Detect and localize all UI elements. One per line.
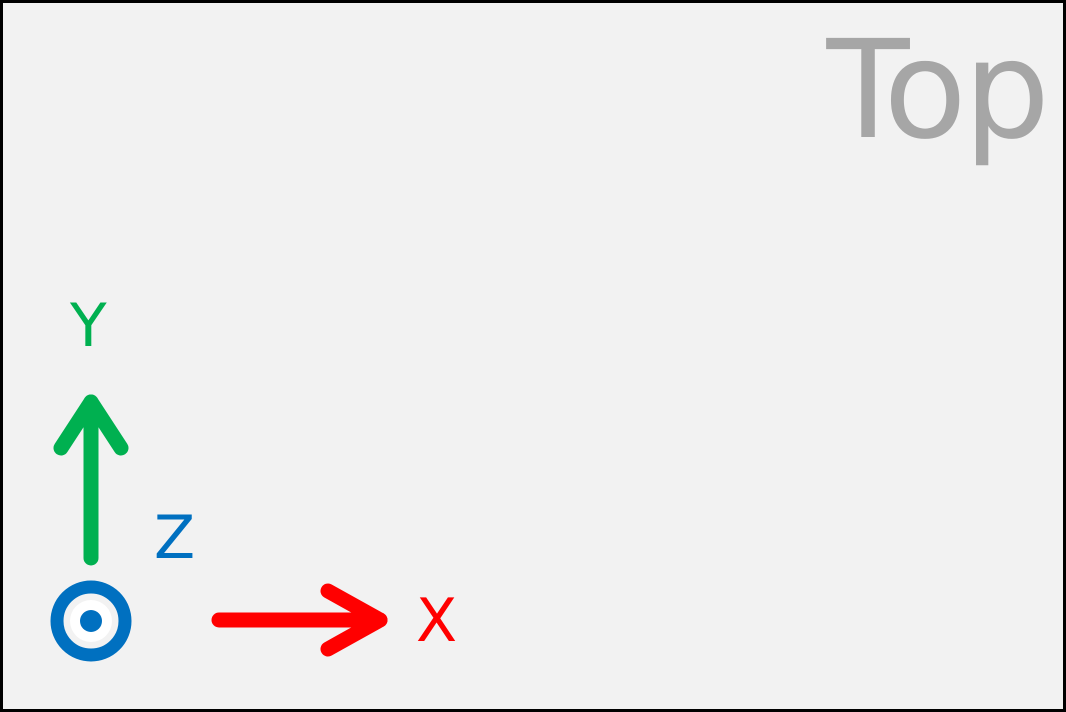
z-axis-out-of-plane-icon	[50, 580, 132, 662]
view-label: Top	[826, 12, 1050, 170]
z-axis-label: Z	[154, 503, 196, 573]
y-axis-arrow-icon	[53, 394, 129, 566]
y-axis-label: Y	[70, 291, 107, 361]
x-axis-label: X	[416, 586, 458, 656]
x-axis-arrow-icon	[211, 583, 388, 657]
